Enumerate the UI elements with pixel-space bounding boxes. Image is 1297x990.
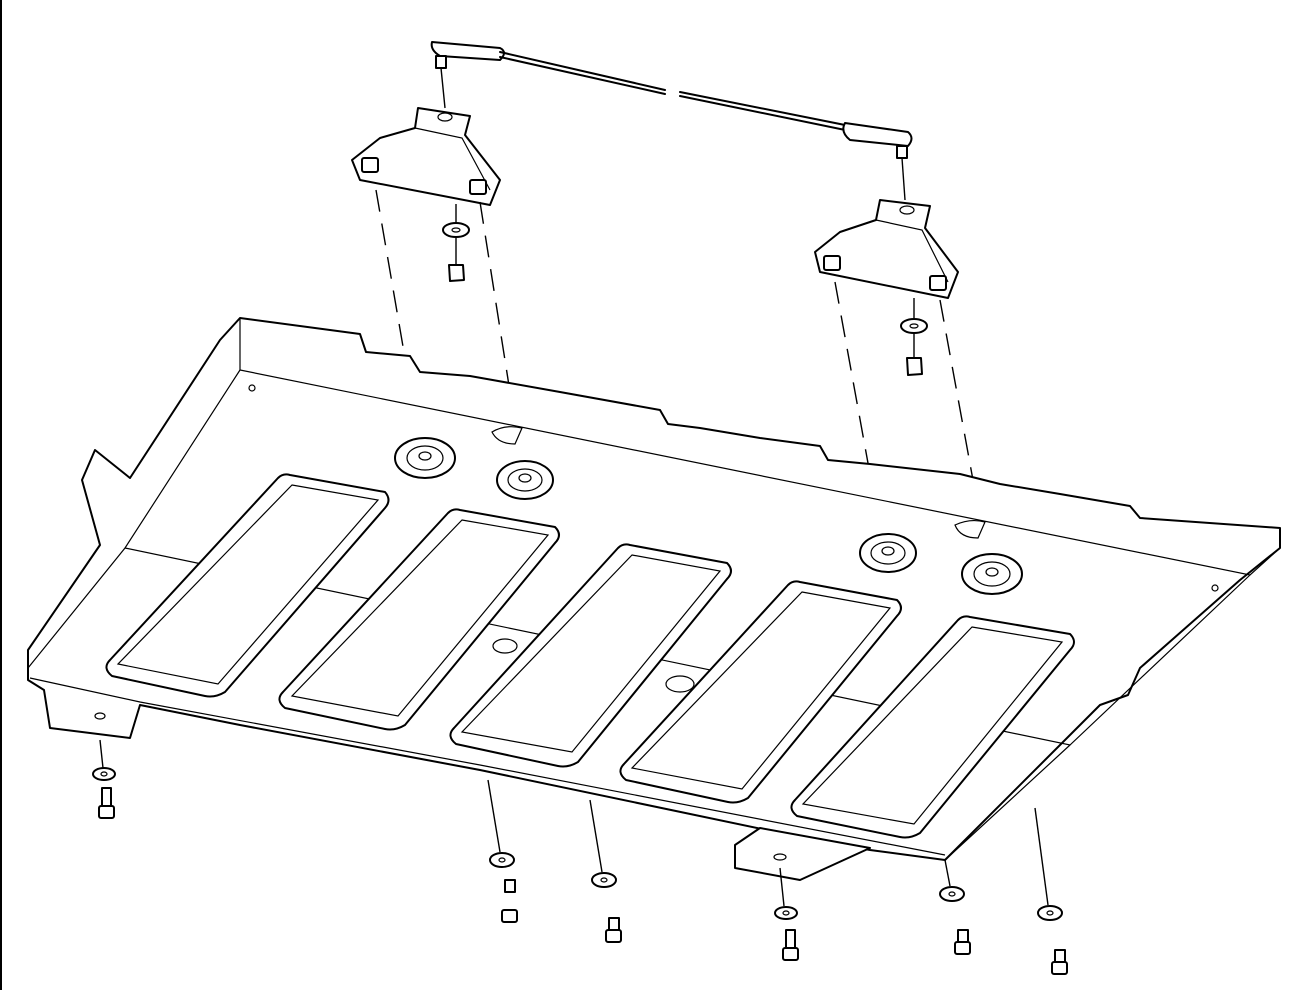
slot-5 — [790, 615, 1075, 839]
cross-rod — [430, 41, 913, 201]
mounting-bosses — [394, 437, 1023, 595]
slot-1 — [105, 473, 390, 698]
slot-2 — [278, 508, 560, 731]
right-mounting-bracket — [814, 199, 959, 376]
fastener-2 — [487, 779, 518, 923]
slot-4 — [619, 580, 902, 804]
plate-slots — [105, 473, 1075, 839]
bottom-fasteners — [92, 739, 1068, 975]
fastener-4 — [774, 867, 799, 961]
fastener-1 — [92, 739, 116, 819]
slot-3 — [449, 543, 732, 768]
left-mounting-bracket — [351, 107, 501, 282]
fastener-6 — [1034, 807, 1068, 975]
fastener-3 — [589, 799, 622, 943]
fastener-5 — [939, 859, 971, 955]
